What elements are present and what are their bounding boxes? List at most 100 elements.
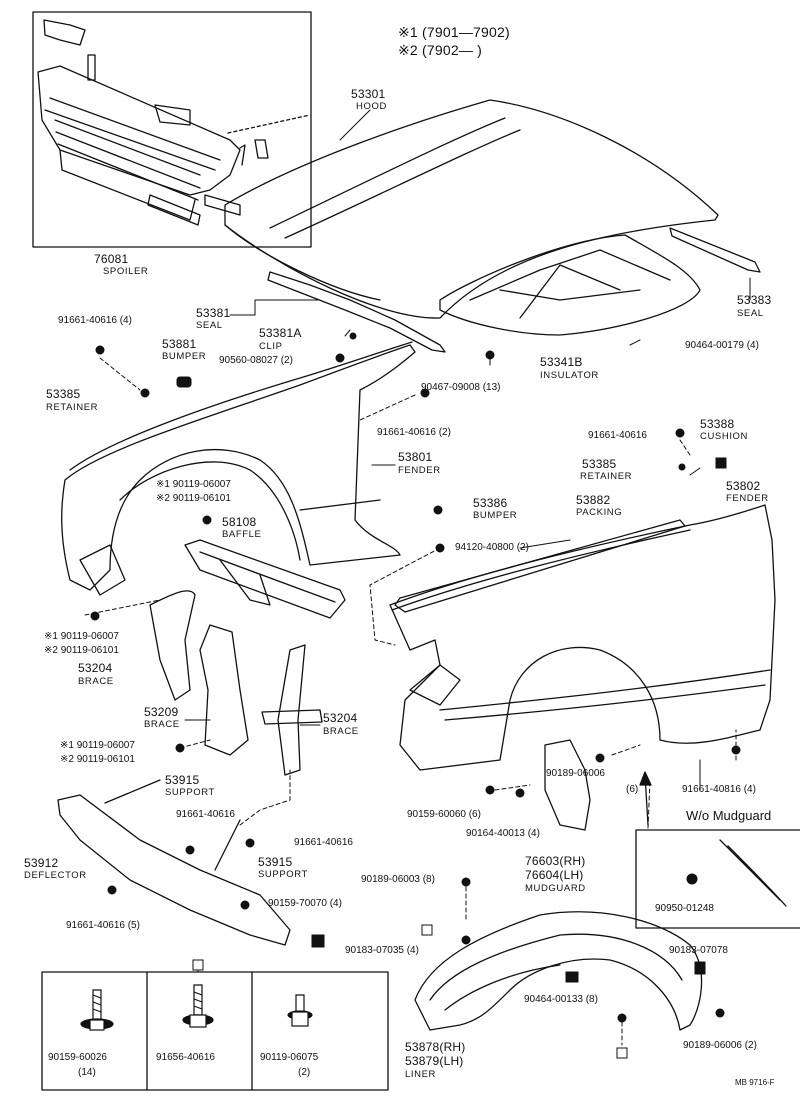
- fastener-label: 91661-40616: [176, 809, 235, 820]
- fender-left-part-number: 53801: [398, 450, 433, 464]
- bolt-icon-1: [95, 345, 105, 355]
- brace-left-name: BRACE: [78, 676, 114, 687]
- brace-53209-part-number: 53209: [144, 705, 179, 719]
- baffle-part-number: 58108: [222, 515, 257, 529]
- fastener-label: 90560-08027 (2): [219, 355, 293, 366]
- hood-drawing: [224, 99, 719, 319]
- brace-right-part-number: 53204: [323, 711, 358, 725]
- fender-left-name: FENDER: [398, 465, 441, 476]
- fastener-label: 90189-06006: [546, 768, 605, 779]
- fastener-label: 91661-40616 (5): [66, 920, 140, 931]
- hardware-box-qty: (14): [78, 1067, 96, 1078]
- fastener-label: 91661-40616: [294, 837, 353, 848]
- liner-part-number-lh: 53879(LH): [405, 1054, 464, 1068]
- spoiler-inset-frame: [32, 11, 312, 248]
- fastener-label: ※2 90119-06101: [156, 493, 231, 504]
- clip-name: CLIP: [259, 341, 283, 352]
- bumper-icon: [176, 376, 192, 388]
- fastener-label: 90464-00133 (8): [524, 994, 598, 1005]
- liner-part-number-rh: 53878(RH): [405, 1040, 466, 1054]
- support-upper-part-number: 53915: [165, 773, 200, 787]
- cushion-part-number: 53388: [700, 417, 735, 431]
- wo-mudguard-label: W/o Mudguard: [686, 808, 772, 823]
- fastener-label: 90159-60060 (6): [407, 809, 481, 820]
- fastener-label: (6): [626, 784, 639, 795]
- deflector-part-number: 53912: [24, 856, 59, 870]
- hardware-box-qty: (2): [298, 1067, 311, 1078]
- seal-right-name: SEAL: [737, 308, 764, 319]
- fastener-label: ※1 90119-06007: [156, 479, 231, 490]
- cushion-icon: [715, 457, 727, 469]
- hardware-box-label: 90159-60026: [48, 1052, 107, 1063]
- clip-part-number: 53381A: [259, 326, 302, 340]
- legend-line-1: ※1 (7901—7902): [398, 24, 510, 40]
- bumper-right-name: BUMPER: [473, 510, 518, 521]
- cushion-name: CUSHION: [700, 431, 749, 442]
- fastener-label: 91661-40616 (4): [58, 315, 132, 326]
- baffle-name: BAFFLE: [222, 529, 262, 540]
- retainer-right-part-number: 53385: [582, 457, 617, 471]
- liner-name: LINER: [405, 1069, 436, 1080]
- fastener-label: ※1 90119-06007: [44, 631, 119, 642]
- spoiler-name: SPOILER: [103, 266, 149, 277]
- fastener-label: 90183-07035 (4): [345, 945, 419, 956]
- deflector-drawing: [57, 794, 291, 946]
- fastener-label: 90159-70070 (4): [268, 898, 342, 909]
- fastener-label: 90164-40013 (4): [466, 828, 540, 839]
- spoiler-drawing: [37, 19, 269, 226]
- retainer-part-number: 53385: [46, 387, 81, 401]
- seal-part-number: 53381: [196, 306, 231, 320]
- fastener-label: ※2 90119-06101: [44, 645, 119, 656]
- brace-53204-right-drawing: [277, 644, 306, 776]
- hardware-box-label: 91656-40616: [156, 1052, 215, 1063]
- support-upper-drawing: [104, 779, 161, 804]
- hood-name: HOOD: [356, 101, 387, 112]
- insulator-drawing: [439, 234, 701, 336]
- seal-front-drawing: [267, 271, 446, 353]
- spoiler-part-number: 76081: [94, 252, 129, 266]
- liner-drawing: [414, 911, 703, 1031]
- retainer-icon: [140, 388, 150, 398]
- brace-53209-drawing: [199, 624, 249, 756]
- seal-right-part-number: 53383: [737, 293, 772, 307]
- bolt-90159-60026-icon: [80, 989, 114, 1031]
- support-upper-name: SUPPORT: [165, 787, 215, 798]
- support-lower-drawing: [214, 819, 241, 871]
- wo-mudguard-frame: [635, 829, 800, 929]
- fastener-label: 90467-09008 (13): [421, 382, 501, 393]
- fastener-label: 90183-07078: [669, 945, 728, 956]
- baffle-drawing: [184, 539, 346, 619]
- insulator-part-number: 53341B: [540, 355, 583, 369]
- fender-right-name: FENDER: [726, 493, 769, 504]
- fastener-label: 91661-40616 (2): [377, 427, 451, 438]
- bolt-90119-06075-icon: [287, 994, 313, 1027]
- brace-53204-left-drawing: [149, 590, 196, 701]
- bolt-91656-40616-icon: [182, 984, 214, 1028]
- insulator-name: INSULATOR: [540, 370, 599, 381]
- fender-left-drawing: [61, 341, 416, 596]
- fastener-label: 94120-40800 (2): [455, 542, 529, 553]
- support-lower-part-number: 53915: [258, 855, 293, 869]
- brace-right-name: BRACE: [323, 726, 359, 737]
- fastener-label: 90950-01248: [655, 903, 714, 914]
- seal-right-drawing: [669, 227, 761, 273]
- packing-name: PACKING: [576, 507, 623, 518]
- mudguard-part-number-rh: 76603(RH): [525, 854, 586, 868]
- bumper-right-part-number: 53386: [473, 496, 508, 510]
- fastener-label: 90464-00179 (4): [685, 340, 759, 351]
- fastener-label: 91661-40616: [588, 430, 647, 441]
- brace-left-part-number: 53204: [78, 661, 113, 675]
- fastener-label: ※1 90119-06007: [60, 740, 135, 751]
- support-lower-name: SUPPORT: [258, 869, 308, 880]
- mudguard-drawing: [544, 739, 591, 831]
- legend-line-2: ※2 (7902— ): [398, 42, 482, 58]
- brace-53209-name: BRACE: [144, 719, 180, 730]
- hood-part-number: 53301: [351, 87, 386, 101]
- fastener-label: ※2 90119-06101: [60, 754, 135, 765]
- fastener-label: 90189-06003 (8): [361, 874, 435, 885]
- packing-part-number: 53882: [576, 493, 611, 507]
- deflector-name: DEFLECTOR: [24, 870, 87, 881]
- bumper-name: BUMPER: [162, 351, 207, 362]
- catalog-reference: MB 9716-F: [735, 1078, 775, 1087]
